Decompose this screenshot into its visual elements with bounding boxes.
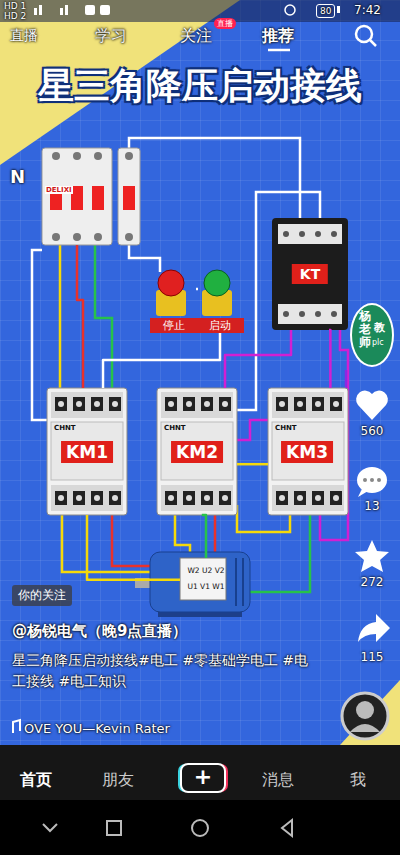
label: 560 bbox=[352, 424, 392, 438]
label: @杨锐电气（晚9点直播） bbox=[12, 622, 187, 641]
wire bbox=[329, 330, 330, 388]
label: OVE YOU—Kevin Rater bbox=[24, 721, 170, 736]
wire bbox=[202, 515, 206, 558]
label: 关注 bbox=[180, 26, 212, 47]
system-nav bbox=[0, 800, 400, 855]
circuit-breaker: DELIXI bbox=[42, 160, 112, 245]
label: 我 bbox=[350, 770, 366, 791]
label: 朋友 bbox=[102, 770, 134, 791]
node-label: CHNT bbox=[274, 424, 298, 432]
plus-button bbox=[181, 764, 225, 792]
contactor: KM3 CHNT bbox=[268, 388, 346, 515]
label: 消息 bbox=[262, 770, 294, 791]
label: 13 bbox=[352, 499, 392, 513]
grid bbox=[0, 0, 400, 745]
label: 80 bbox=[316, 4, 335, 18]
contactor bbox=[268, 388, 348, 515]
label: N bbox=[10, 166, 25, 187]
control-breaker bbox=[118, 148, 140, 245]
wire bbox=[196, 288, 198, 291]
label: 推荐 bbox=[262, 26, 294, 47]
label: + bbox=[181, 763, 225, 791]
label: 星三角降压启动接线#电工 #零基础学电工 #电工接线 #电工知识 bbox=[12, 650, 312, 692]
share-icon bbox=[358, 614, 390, 642]
corner-band bbox=[340, 680, 400, 745]
time-relay: KT bbox=[272, 218, 348, 330]
search-icon bbox=[356, 26, 376, 46]
status-bar bbox=[0, 0, 400, 22]
node-label: W2 U2 V2 bbox=[180, 566, 232, 575]
node-label: 教 bbox=[374, 320, 385, 335]
node-label: KT bbox=[292, 264, 328, 284]
contactor bbox=[157, 388, 237, 515]
like-icon bbox=[356, 391, 388, 420]
wire bbox=[225, 330, 291, 388]
label: 直播 bbox=[214, 18, 236, 29]
node-label: KM2 bbox=[171, 441, 223, 463]
stop-button: 停止 bbox=[150, 270, 198, 333]
label: 7:42 bbox=[354, 3, 381, 17]
node-label: plc bbox=[372, 338, 384, 347]
label: 你的关注 bbox=[12, 585, 72, 606]
title: 星三角降压启动接线 bbox=[0, 62, 400, 111]
contactor: KM2 CHNT bbox=[157, 388, 237, 515]
music-note bbox=[13, 720, 20, 733]
node-label: 停止 bbox=[150, 318, 198, 333]
node-label: 杨老师 bbox=[359, 310, 371, 350]
start-button bbox=[202, 270, 232, 316]
node-label: DELIXI bbox=[45, 186, 73, 194]
bottom-nav bbox=[0, 745, 400, 800]
status-icons bbox=[34, 5, 340, 15]
system-nav-icons bbox=[43, 820, 292, 836]
stop-button bbox=[156, 270, 186, 316]
label: 学习 bbox=[95, 26, 127, 47]
node-label: KM1 bbox=[61, 441, 113, 463]
node-label: KM3 bbox=[281, 441, 333, 463]
wire bbox=[77, 245, 83, 388]
wire bbox=[103, 333, 220, 388]
avatar bbox=[342, 693, 388, 739]
circuit-breaker bbox=[42, 148, 112, 245]
label: HD 2 bbox=[4, 11, 26, 21]
contactor: KM1 CHNT bbox=[47, 388, 127, 515]
node-label: CHNT bbox=[53, 424, 77, 432]
favorite-icon bbox=[355, 540, 389, 572]
author-badge: 杨老师教 plc bbox=[350, 303, 394, 367]
contactor bbox=[47, 388, 127, 515]
node-label: U1 V1 W1 bbox=[180, 582, 232, 591]
label: 272 bbox=[352, 575, 392, 589]
deco-wires bbox=[32, 138, 348, 592]
node-label: 启动 bbox=[196, 318, 244, 333]
time-relay bbox=[272, 218, 348, 330]
node-label: CHNT bbox=[163, 424, 187, 432]
label: HD 1 bbox=[4, 1, 26, 11]
label: 115 bbox=[352, 650, 392, 664]
motor-terminal-box: W2 U2 V2 U1 V1 W1 bbox=[180, 558, 232, 600]
comment-icon bbox=[357, 467, 387, 497]
tab-underline bbox=[268, 49, 290, 52]
label: 直播 bbox=[10, 27, 38, 45]
wire bbox=[87, 515, 180, 580]
start-button: 启动 bbox=[196, 270, 244, 333]
motor bbox=[135, 552, 250, 617]
label: 首页 bbox=[20, 770, 52, 791]
wire bbox=[237, 463, 268, 466]
